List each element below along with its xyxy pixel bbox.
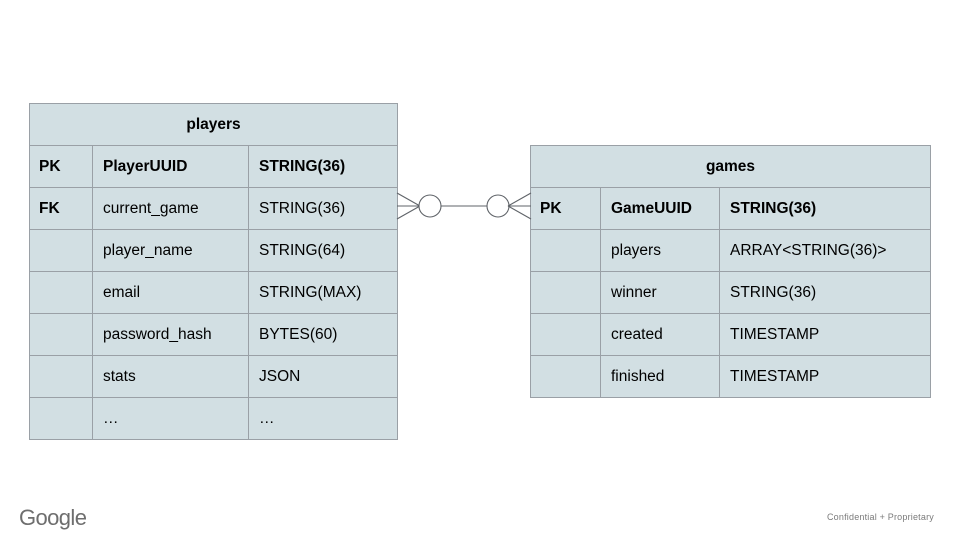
- row-key-badge: PK: [29, 145, 93, 188]
- table-row: players ARRAY<STRING(36)>: [530, 229, 932, 272]
- entity-title-row: games: [529, 145, 932, 188]
- table-row: player_name STRING(64): [29, 229, 399, 272]
- row-field-name: password_hash: [92, 313, 249, 356]
- table-row: PK GameUUID STRING(36): [530, 187, 932, 230]
- crowsfoot-left-icon: [396, 192, 421, 220]
- table-row: FK current_game STRING(36): [29, 187, 399, 230]
- entity-title-games: games: [529, 145, 932, 188]
- row-field-name: …: [92, 397, 249, 440]
- table-row: finished TIMESTAMP: [530, 355, 932, 398]
- entity-title-players: players: [28, 103, 399, 146]
- entity-table-players: players PK PlayerUUID STRING(36) FK curr…: [28, 103, 399, 440]
- row-field-name: player_name: [92, 229, 249, 272]
- row-field-name: created: [600, 313, 720, 356]
- cardinality-circle-right-icon: [486, 194, 510, 218]
- row-key-badge: [29, 397, 93, 440]
- row-datatype: STRING(36): [247, 145, 399, 188]
- table-row: password_hash BYTES(60): [29, 313, 399, 356]
- row-field-name: players: [600, 229, 720, 272]
- crowsfoot-right-icon: [507, 192, 532, 220]
- confidentiality-note: Confidential + Proprietary: [826, 512, 934, 522]
- row-datatype: TIMESTAMP: [718, 355, 932, 398]
- entity-table-games: games PK GameUUID STRING(36) players ARR…: [529, 145, 932, 398]
- google-logo-text: Google: [19, 505, 87, 530]
- row-key-badge: [530, 271, 601, 314]
- row-field-name: winner: [600, 271, 720, 314]
- cardinality-circle-left-icon: [418, 194, 442, 218]
- row-datatype: STRING(36): [718, 187, 932, 230]
- row-datatype: …: [247, 397, 399, 440]
- row-field-name: stats: [92, 355, 249, 398]
- row-key-badge: [530, 313, 601, 356]
- row-key-badge: [29, 313, 93, 356]
- row-key-badge: PK: [530, 187, 601, 230]
- row-datatype: STRING(64): [247, 229, 399, 272]
- row-field-name: current_game: [92, 187, 249, 230]
- row-datatype: ARRAY<STRING(36)>: [718, 229, 932, 272]
- entity-title-row: players: [28, 103, 399, 146]
- table-row: email STRING(MAX): [29, 271, 399, 314]
- table-row: PK PlayerUUID STRING(36): [29, 145, 399, 188]
- row-datatype: BYTES(60): [247, 313, 399, 356]
- row-field-name: email: [92, 271, 249, 314]
- row-key-badge: [29, 271, 93, 314]
- google-logo: Google: [19, 505, 87, 530]
- row-datatype: STRING(MAX): [247, 271, 399, 314]
- row-key-badge: FK: [29, 187, 93, 230]
- row-datatype: JSON: [247, 355, 399, 398]
- row-datatype: STRING(36): [718, 271, 932, 314]
- row-key-badge: [530, 355, 601, 398]
- row-field-name: GameUUID: [600, 187, 720, 230]
- relationship-connector-players-games: [396, 192, 532, 220]
- row-datatype: TIMESTAMP: [718, 313, 932, 356]
- table-row: created TIMESTAMP: [530, 313, 932, 356]
- row-key-badge: [29, 229, 93, 272]
- row-key-badge: [530, 229, 601, 272]
- row-key-badge: [29, 355, 93, 398]
- table-row: stats JSON: [29, 355, 399, 398]
- row-field-name: finished: [600, 355, 720, 398]
- table-row: winner STRING(36): [530, 271, 932, 314]
- row-field-name: PlayerUUID: [92, 145, 249, 188]
- table-row: … …: [29, 397, 399, 440]
- row-datatype: STRING(36): [247, 187, 399, 230]
